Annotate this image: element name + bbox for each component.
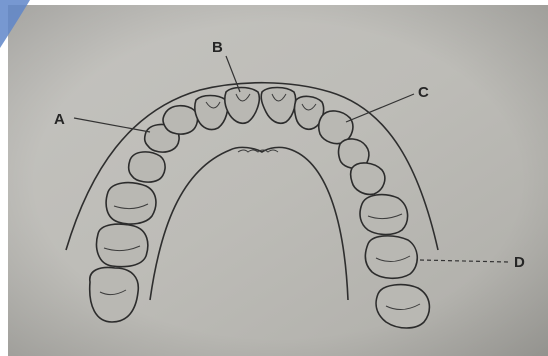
paper-shading (8, 5, 548, 356)
right-molar-2 (365, 236, 417, 278)
left-canine (163, 106, 197, 134)
label-d: D (514, 254, 525, 271)
left-molar-1 (106, 183, 156, 224)
left-premolar-2 (129, 152, 165, 182)
label-a: A (54, 111, 65, 128)
label-b: B (212, 39, 223, 56)
left-molar-2 (97, 224, 148, 267)
label-c: C (418, 84, 429, 101)
